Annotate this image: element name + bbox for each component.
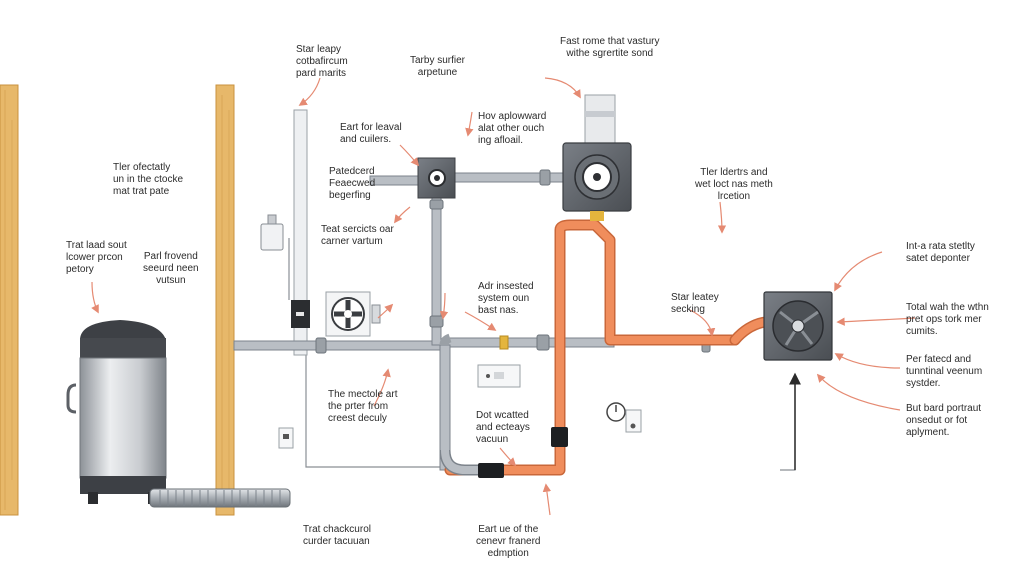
gauge-icon	[606, 402, 642, 433]
control-panel-icon	[477, 364, 521, 388]
wiring	[288, 238, 796, 471]
switch-icon	[278, 427, 294, 449]
lower-elbow	[439, 333, 480, 476]
wood-stud-left	[0, 84, 19, 516]
black-couplings	[478, 427, 568, 478]
callout-arrows	[91, 77, 916, 516]
fan-unit-icon	[562, 94, 632, 221]
brass-coupling	[499, 335, 509, 350]
grille-icon	[325, 291, 381, 337]
wood-stud-center	[215, 84, 235, 516]
copper-pipe-run	[444, 219, 771, 476]
tank-icon	[66, 320, 167, 504]
junction-box-icon	[417, 157, 456, 199]
wood-studs	[0, 84, 235, 516]
canister-icon	[260, 214, 284, 251]
vertical-vent-pipe	[291, 109, 310, 356]
right-fan-box-icon	[763, 291, 833, 361]
flex-hose	[149, 488, 291, 508]
